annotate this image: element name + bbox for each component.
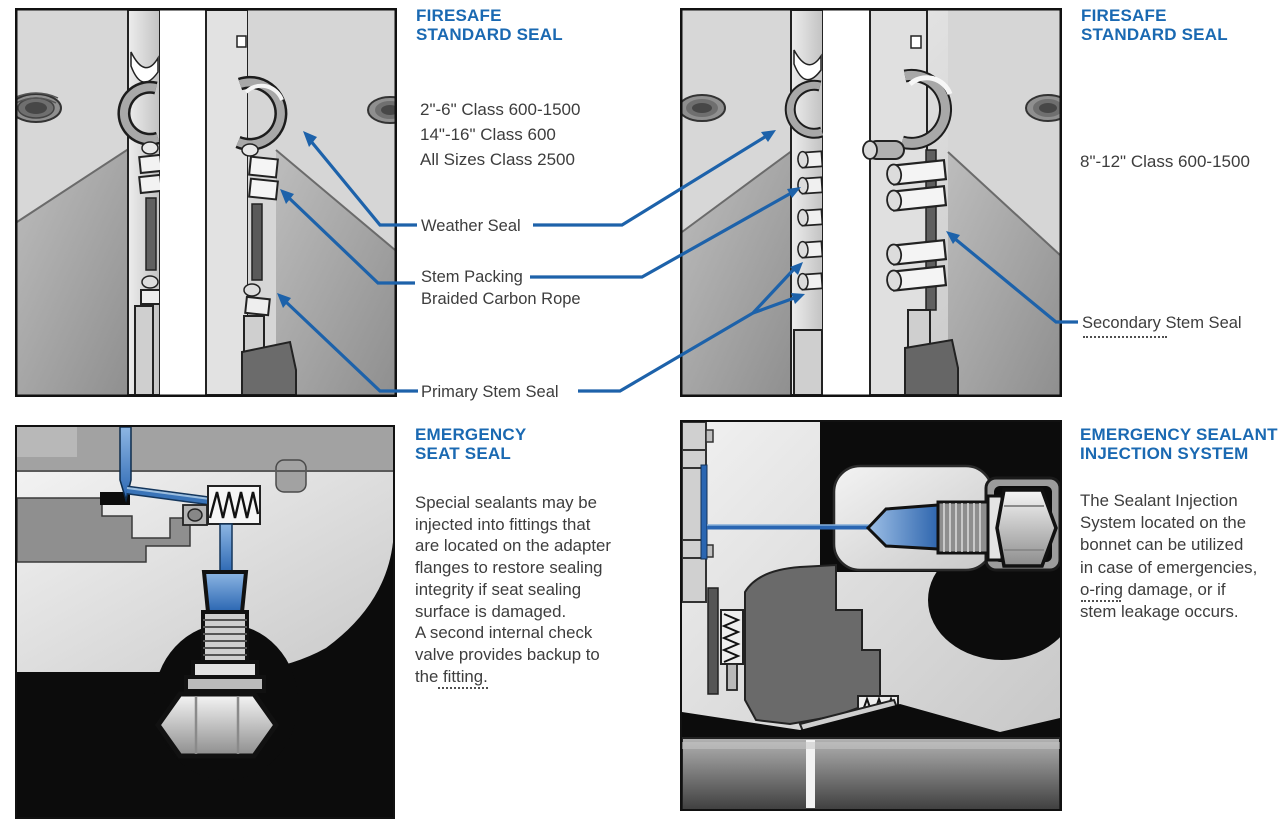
heading-line: EMERGENCY: [415, 425, 527, 444]
emergency-seat-seal-heading: EMERGENCY SEAT SEAL: [415, 425, 526, 463]
label-line: Stem Packing: [421, 268, 523, 286]
seat-ring-profile: [16, 492, 191, 563]
threaded-bolt-hole-left: [680, 94, 726, 122]
weather-seal-right: [862, 68, 953, 160]
body-line: The Sealant Injection: [1080, 491, 1238, 510]
sealant-injection-fitting: [154, 570, 280, 759]
check-valve-spring: [207, 485, 261, 525]
secondary-stem-seal-rings: [886, 149, 948, 311]
body-line: stem leakage occurs.: [1080, 602, 1239, 622]
hex-nut: [154, 691, 280, 759]
spec-line: 14"-16" Class 600: [420, 125, 556, 144]
heading-line: STANDARD SEAL: [1081, 25, 1228, 44]
secondary-stem-seal-label: Secondary Stem Seal: [1082, 314, 1242, 332]
dotted-underline: [438, 687, 488, 689]
callout-leader-lines: [277, 130, 1078, 393]
heading-line: FIRESAFE: [416, 6, 502, 25]
sealant-channel: [119, 426, 211, 506]
body-line: in case of emergencies,: [1080, 557, 1258, 577]
sealant-injection-paragraph: The Sealant Injection System located on …: [1080, 490, 1257, 623]
sealant-injection-heading: EMERGENCY SEALANT INJECTION SYSTEM: [1080, 425, 1278, 463]
label-line: Braided Carbon Rope: [421, 290, 581, 308]
size-class-specs-right: 8"-12" Class 600-1500: [1080, 152, 1250, 171]
dotted-underline: [1081, 600, 1121, 602]
body-line: o-ring damage, or if: [1080, 579, 1226, 599]
body-line: integrity if seat sealing: [415, 579, 582, 599]
body-line: are located on the adapter: [415, 536, 611, 556]
body-line: surface is damaged.: [415, 601, 567, 621]
heading-line: EMERGENCY SEALANT: [1080, 425, 1278, 444]
body-line: Special sealants may be: [415, 493, 597, 512]
threaded-bolt-hole-right: [367, 96, 397, 124]
body-line: the fitting.: [415, 666, 488, 686]
firesafe-heading-left: FIRESAFE STANDARD SEAL: [416, 6, 563, 44]
size-class-specs-left: 2"-6" Class 600-1500 14"-16" Class 600 A…: [420, 97, 580, 172]
firesafe-heading-right: FIRESAFE STANDARD SEAL: [1081, 6, 1228, 44]
body-line: System located on the: [1080, 513, 1247, 533]
spec-line: All Sizes Class 2500: [420, 150, 575, 169]
weather-seal-left: [117, 80, 161, 146]
weather-seal-label: Weather Seal: [421, 217, 521, 235]
sealant-injection-fitting: [865, 488, 1058, 568]
heading-line: INJECTION SYSTEM: [1080, 444, 1249, 463]
weather-seal-right: [235, 75, 288, 151]
body-line: flanges to restore sealing: [415, 558, 603, 578]
diagram-firesafe-seal-large-sizes: [680, 8, 1062, 397]
spec-line: 2"-6" Class 600-1500: [420, 100, 581, 119]
diagram-firesafe-seal-small-sizes: [15, 8, 397, 397]
heading-line: STANDARD SEAL: [416, 25, 563, 44]
stem-packing-label: Stem Packing Braided Carbon Rope: [421, 266, 581, 310]
heading-line: FIRESAFE: [1081, 6, 1167, 25]
body-line: valve provides backup to: [415, 644, 600, 664]
heading-line: SEAT SEAL: [415, 444, 511, 463]
seat-spring-left: [720, 609, 744, 691]
diagram-emergency-seat-seal: [15, 425, 395, 819]
threaded-bolt-hole-left: [15, 92, 62, 123]
hex-nut: [995, 488, 1058, 568]
dotted-underline: [1083, 336, 1167, 338]
primary-stem-seal-label: Primary Stem Seal: [421, 383, 559, 401]
sealant-channel: [700, 464, 884, 560]
threaded-bolt-hole-right: [1025, 94, 1062, 122]
weather-seal-left: [784, 79, 824, 139]
body-line: injected into fittings that: [415, 514, 591, 534]
body-line: A second internal check: [415, 623, 593, 643]
body-line: bonnet can be utilized: [1080, 535, 1244, 555]
stem-packing-rings-left: [797, 150, 824, 291]
diagram-sealant-injection-system: [680, 420, 1062, 811]
emergency-seat-seal-paragraph: Special sealants may be injected into fi…: [415, 492, 611, 687]
